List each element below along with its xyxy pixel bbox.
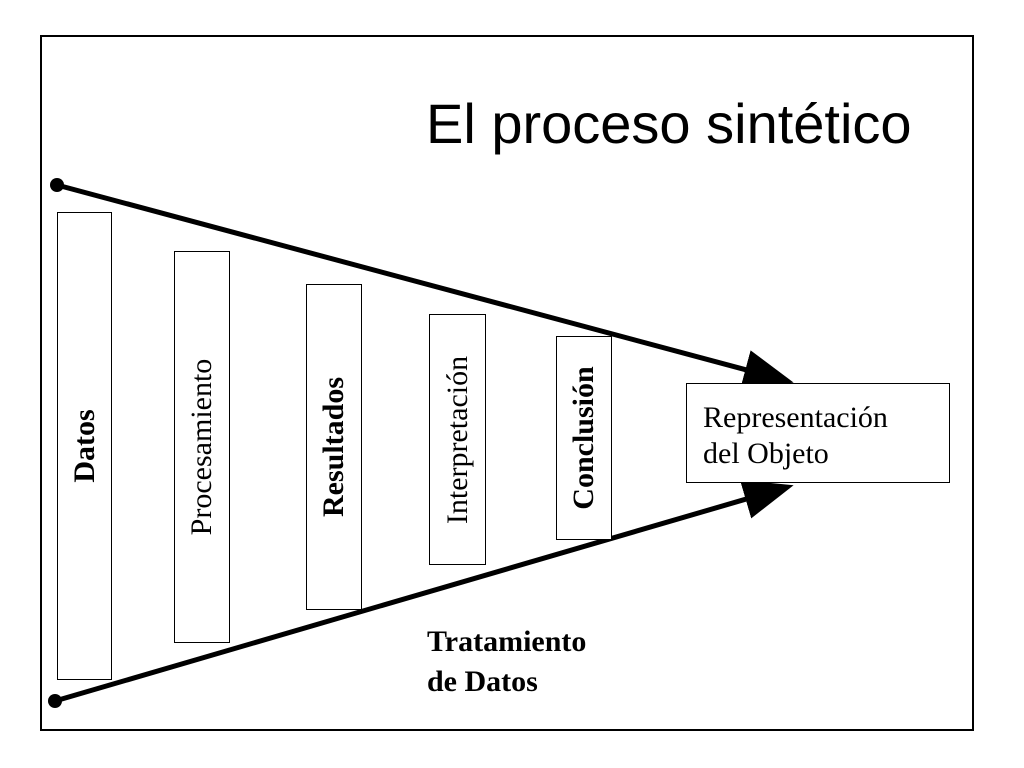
diagram-title: El proceso sintético — [426, 92, 912, 155]
bottom-converging-arrow — [54, 480, 794, 704]
stage-label-datos: Datos — [67, 409, 101, 483]
process-caption: Tratamiento de Datos — [427, 622, 586, 702]
stage-label-interpretacion: Interpretación — [440, 355, 474, 524]
stage-box-procesamiento: Procesamiento — [174, 251, 230, 643]
stage-box-resultados: Resultados — [306, 284, 362, 610]
stage-label-conclusion: Conclusión — [567, 366, 600, 510]
stage-box-datos: Datos — [57, 212, 112, 680]
result-line-2: del Objeto — [703, 437, 829, 470]
stage-label-resultados: Resultados — [317, 376, 350, 518]
caption-line-2: de Datos — [427, 665, 538, 698]
top-converging-arrow — [56, 182, 794, 389]
stage-box-conclusion: Conclusión — [556, 336, 612, 540]
stage-label-procesamiento: Procesamiento — [185, 358, 218, 536]
stage-box-interpretacion: Interpretación — [429, 314, 486, 565]
result-box: Representación del Objeto — [686, 383, 950, 483]
caption-line-1: Tratamiento — [427, 625, 587, 658]
result-line-1: Representación — [703, 401, 888, 434]
